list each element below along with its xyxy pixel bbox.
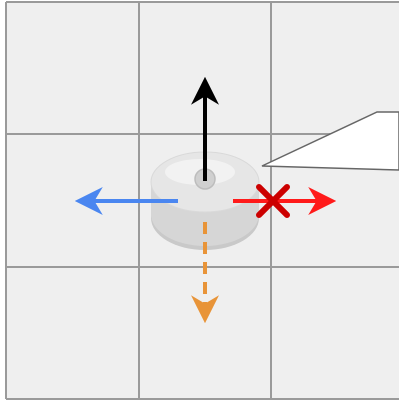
speech-callout [261, 111, 399, 171]
x-icon [256, 184, 290, 218]
